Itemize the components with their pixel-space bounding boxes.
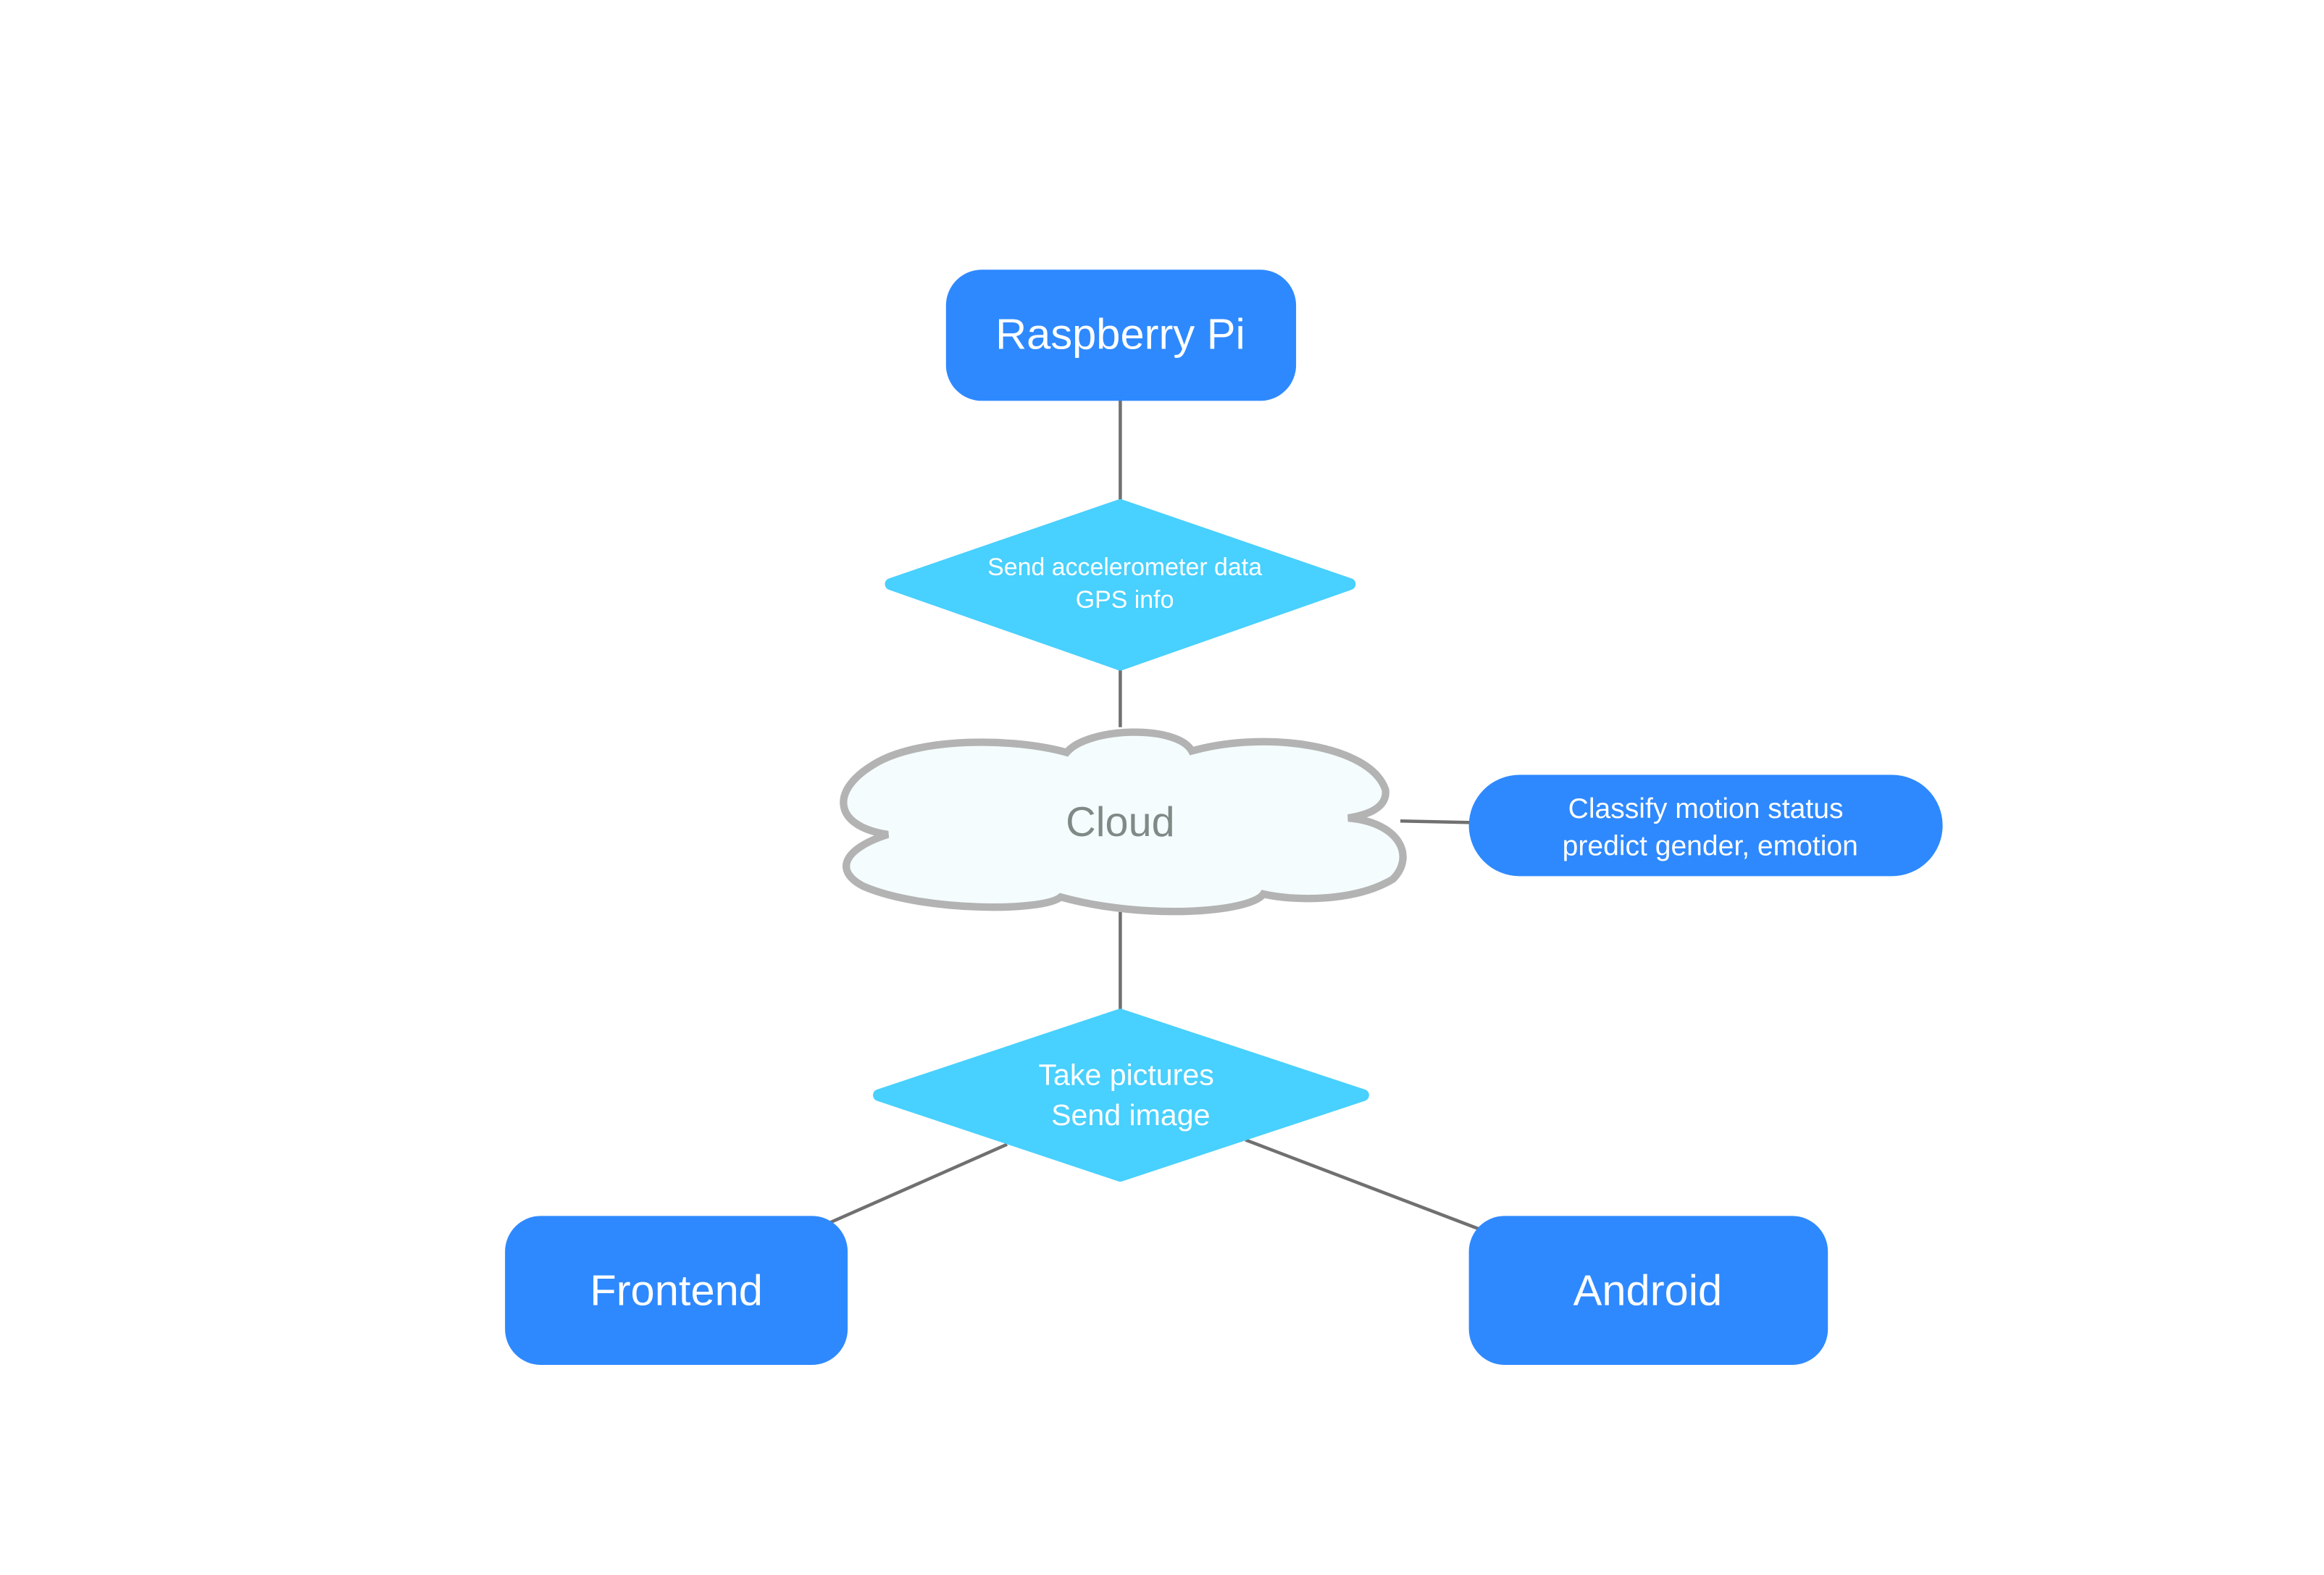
node-cloud[interactable]: Cloud bbox=[840, 728, 1407, 916]
edge-cloud-to-classify bbox=[1400, 819, 1472, 824]
android-label: Android bbox=[1573, 1266, 1722, 1315]
take-pictures-line-2: Send image bbox=[1051, 1098, 1210, 1132]
take-pictures-line-1: Take pictures bbox=[1039, 1058, 1214, 1091]
classify-pill bbox=[1468, 774, 1943, 877]
node-frontend[interactable]: Frontend bbox=[505, 1216, 848, 1365]
take-pictures-diamond bbox=[873, 1008, 1369, 1182]
edge-take-pictures-to-frontend bbox=[827, 1142, 1008, 1225]
frontend-label: Frontend bbox=[590, 1266, 763, 1315]
android-box bbox=[1468, 1216, 1828, 1365]
send-data-diamond bbox=[885, 499, 1356, 671]
send-data-line-1: Send accelerometer data bbox=[987, 553, 1262, 581]
node-take-pictures[interactable]: Take pictures Send image bbox=[873, 1008, 1369, 1182]
node-classify[interactable]: Classify motion status predict gender, e… bbox=[1468, 774, 1943, 877]
send-data-line-2: GPS info bbox=[1076, 586, 1174, 614]
cloud-label: Cloud bbox=[1066, 799, 1174, 845]
node-raspberry-pi[interactable]: Raspberry Pi bbox=[945, 270, 1297, 401]
raspberry-pi-label: Raspberry Pi bbox=[995, 309, 1245, 358]
raspberry-pi-box bbox=[945, 270, 1297, 401]
classify-line-1: Classify motion status bbox=[1568, 793, 1844, 824]
node-android[interactable]: Android bbox=[1468, 1216, 1828, 1365]
node-send-data[interactable]: Send accelerometer data GPS info bbox=[885, 499, 1356, 671]
frontend-box bbox=[505, 1216, 848, 1365]
classify-line-2: predict gender, emotion bbox=[1563, 831, 1858, 862]
edge-take-pictures-to-android bbox=[1245, 1138, 1484, 1233]
cloud-shape bbox=[840, 728, 1407, 916]
